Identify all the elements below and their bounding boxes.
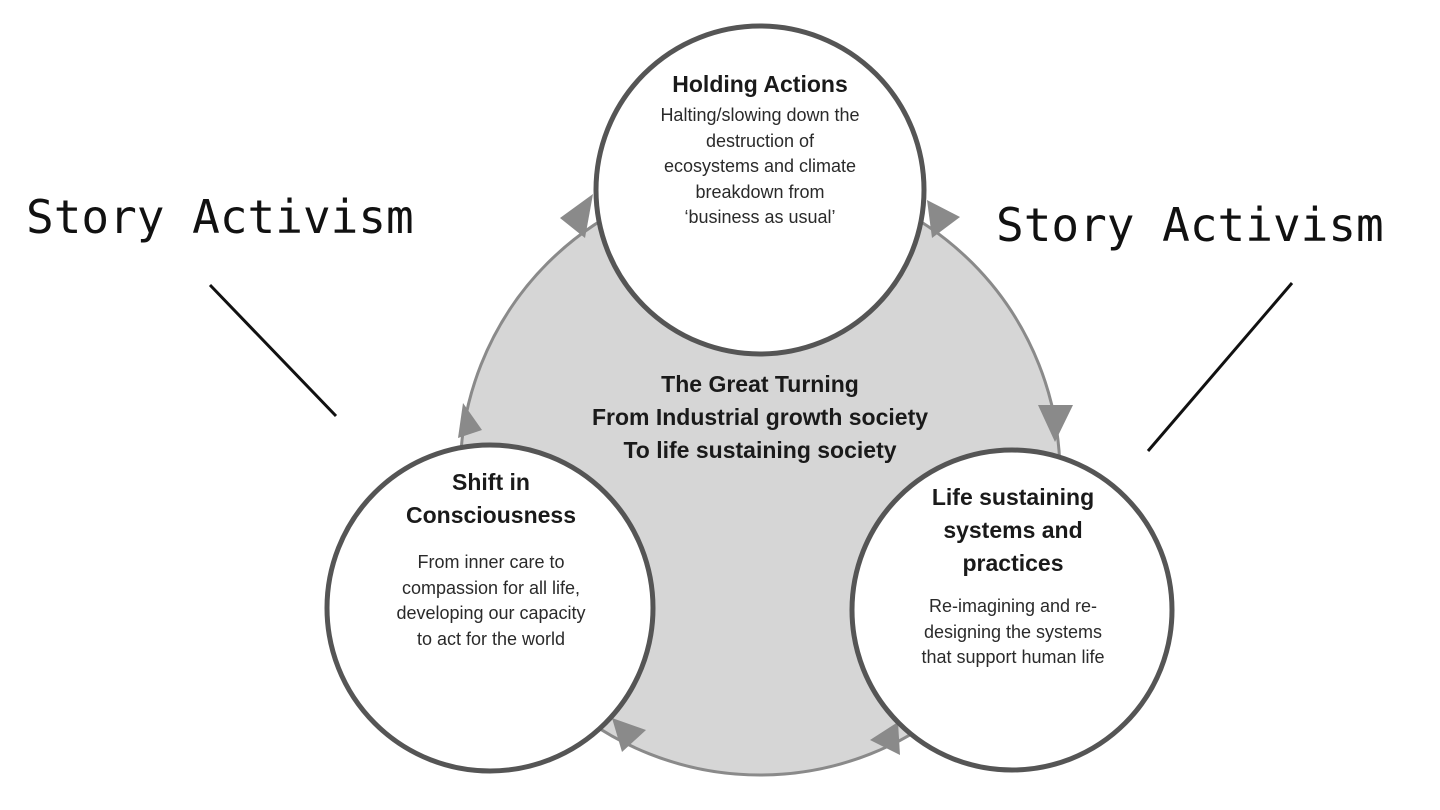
shift-in-consciousness-title: Shift in Consciousness: [406, 469, 576, 528]
arrow-bottom-left: [612, 718, 646, 752]
story-activism-label-right: Story Activism: [996, 198, 1384, 252]
life-sustaining-systems-node: Life sustaining systems and practices Re…: [853, 481, 1173, 671]
holding-actions-description: Halting/slowing down the destruction of …: [660, 105, 860, 227]
right-pointer-line: [1146, 282, 1294, 452]
center-line-2: From Industrial growth society: [591, 404, 929, 430]
life-sustaining-systems-title: Life sustaining systems and practices: [931, 484, 1095, 576]
right-node-circle: [849, 447, 1175, 773]
life-sustaining-systems-description: Re-imagining and re- designing the syste…: [921, 596, 1105, 667]
left-node-circle: [324, 442, 656, 774]
center-line-1: The Great Turning: [661, 371, 859, 397]
top-node-circle: [593, 23, 927, 357]
arrow-right-down: [1038, 405, 1073, 442]
great-turning-center-text: The Great Turning From Industrial growth…: [530, 368, 990, 467]
arrow-left-up: [458, 403, 482, 438]
left-pointer-line: [208, 283, 338, 418]
story-activism-label-left: Story Activism: [26, 190, 414, 244]
center-line-3: To life sustaining society: [623, 437, 897, 463]
holding-actions-title: Holding Actions: [672, 71, 848, 97]
shift-in-consciousness-node: Shift in Consciousness From inner care t…: [331, 466, 651, 652]
arrow-top-right: [927, 200, 960, 238]
arrow-top-left: [560, 194, 593, 238]
shift-in-consciousness-description: From inner care to compassion for all li…: [396, 552, 586, 649]
arrow-bottom-right: [870, 722, 900, 755]
holding-actions-node: Holding Actions Halting/slowing down the…: [600, 68, 920, 231]
